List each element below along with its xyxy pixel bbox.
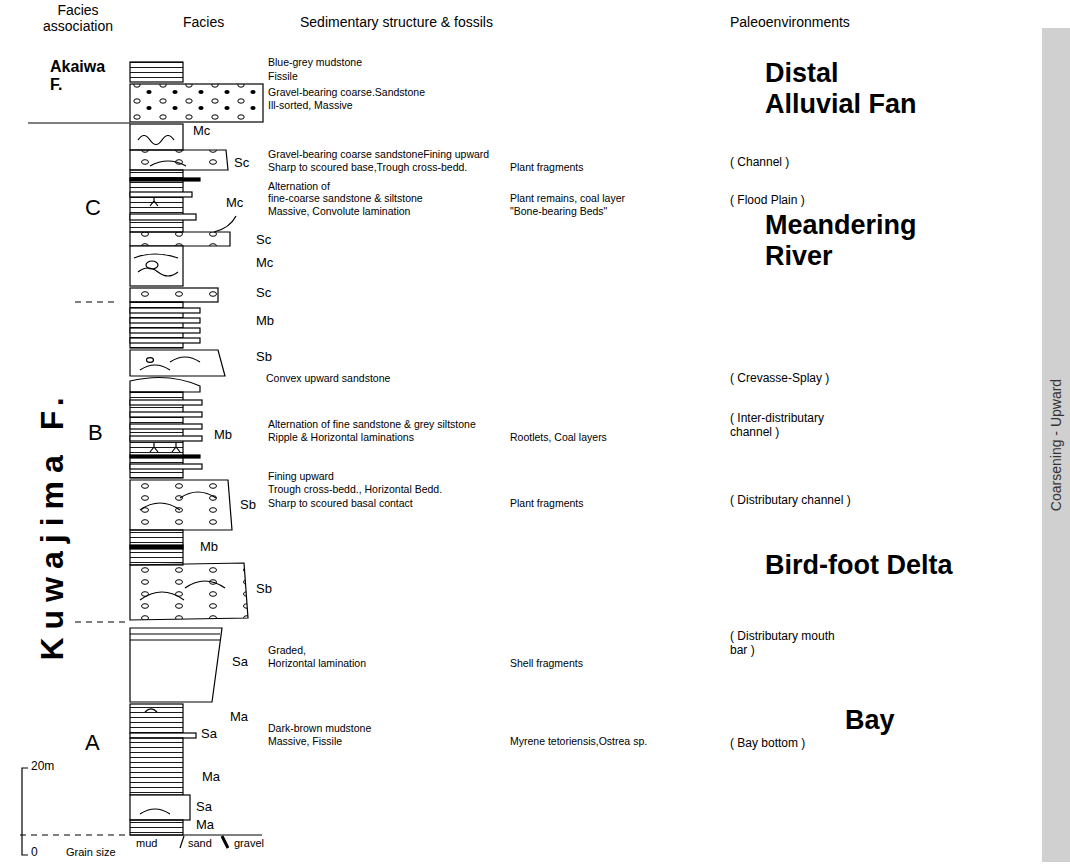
description-text: Convex upward sandstone	[266, 372, 390, 384]
facies-code: Mb	[256, 314, 274, 329]
description-text: Plant fragments	[510, 161, 584, 173]
association-letter: C	[85, 195, 101, 220]
facies-code: Sa	[196, 800, 212, 815]
trend-label: Coarsening - Upward	[1048, 379, 1064, 511]
environment-label: Meandering River	[765, 210, 955, 272]
facies-code: Sb	[256, 582, 272, 597]
description-text: Plant fragments	[510, 497, 584, 509]
facies-code: Sc	[256, 233, 271, 248]
description-text: Ripple & Horizontal laminations	[268, 431, 414, 443]
facies-code: Mc	[226, 196, 243, 211]
description-text: Trough cross-bedd., Horizontal Bedd.	[268, 483, 442, 495]
description-text: Sharp to scoured base,Trough cross-bedd.	[268, 161, 467, 173]
facies-code: Ma	[202, 770, 220, 785]
subenvironment-label: ( Inter-distributary channel )	[730, 412, 855, 440]
description-text: Plant remains, coal layer	[510, 192, 625, 204]
association-letter: B	[88, 420, 103, 445]
trend-bar: Coarsening - Upward	[1042, 28, 1070, 862]
facies-code: Ma	[230, 710, 248, 725]
subenvironment-label: ( Distributary channel )	[730, 494, 851, 508]
description-text: Massive, Convolute lamination	[268, 205, 410, 217]
facies-code: Sb	[240, 498, 256, 513]
description-text: Shell fragments	[510, 657, 583, 669]
grain-size-label: gravel	[234, 837, 264, 850]
column-header: Paleoenvironments	[730, 14, 850, 30]
formation-name: Kuwajima F.	[34, 389, 71, 660]
facies-code: Sa	[232, 655, 248, 670]
description-text: Graded,	[268, 644, 306, 656]
description-text: Gravel-bearing coarse.Sandstone	[268, 86, 425, 98]
grain-size-label: sand	[188, 837, 212, 850]
facies-code: Sc	[234, 156, 249, 171]
description-text: Gravel-bearing coarse sandstoneFining up…	[268, 148, 489, 160]
association-letter: A	[85, 730, 100, 755]
column-header: Facies association	[28, 2, 128, 34]
environment-label: Bird-foot Delta	[765, 550, 952, 581]
column-header: Facies	[183, 14, 224, 30]
description-text: fine-coarse sandstone & siltstone	[268, 192, 423, 204]
facies-code: Sb	[256, 350, 272, 365]
facies-code: Mc	[256, 256, 273, 271]
description-text: Blue-grey mudstone	[268, 56, 362, 68]
description-text: "Bone-bearing Beds"	[510, 205, 607, 217]
environment-label: Distal Alluvial Fan	[765, 58, 935, 120]
subenvironment-label: ( Distributary mouth bar )	[730, 630, 840, 658]
facies-code: Mb	[214, 428, 232, 443]
subenvironment-label: ( Channel )	[730, 156, 789, 170]
environment-label: Bay	[845, 705, 895, 736]
description-text: Myrene tetoriensis,Ostrea sp.	[510, 735, 647, 747]
subenvironment-label: ( Bay bottom )	[730, 737, 805, 751]
facies-code: Mb	[200, 540, 218, 555]
grain-size-label: Grain size	[66, 846, 116, 859]
description-text: Dark-brown mudstone	[268, 722, 371, 734]
subenvironment-label: ( Flood Plain )	[730, 194, 805, 208]
description-text: Fining upward	[268, 470, 334, 482]
column-header: Sedimentary structure & fossils	[300, 14, 493, 30]
facies-code: Sc	[256, 286, 271, 301]
facies-code: Ma	[196, 818, 214, 833]
description-text: Rootlets, Coal layers	[510, 431, 607, 443]
formation-name: Akaiwa F.	[50, 58, 112, 95]
facies-code: Sa	[201, 727, 217, 742]
description-text: Massive, Fissile	[268, 735, 342, 747]
description-text: Alternation of fine sandstone & grey sil…	[268, 418, 476, 430]
description-text: Sharp to scoured basal contact	[268, 497, 413, 509]
description-text: Horizontal lamination	[268, 657, 366, 669]
description-text: Fissile	[268, 70, 298, 82]
facies-code: Mc	[193, 124, 210, 139]
subenvironment-label: ( Crevasse-Splay )	[730, 372, 829, 386]
description-text: Alternation of	[268, 180, 330, 192]
grain-size-label: mud	[136, 837, 157, 850]
scale-label: 20m	[31, 760, 54, 774]
scale-label: 0	[31, 846, 38, 860]
description-text: Ill-sorted, Massive	[268, 99, 353, 111]
